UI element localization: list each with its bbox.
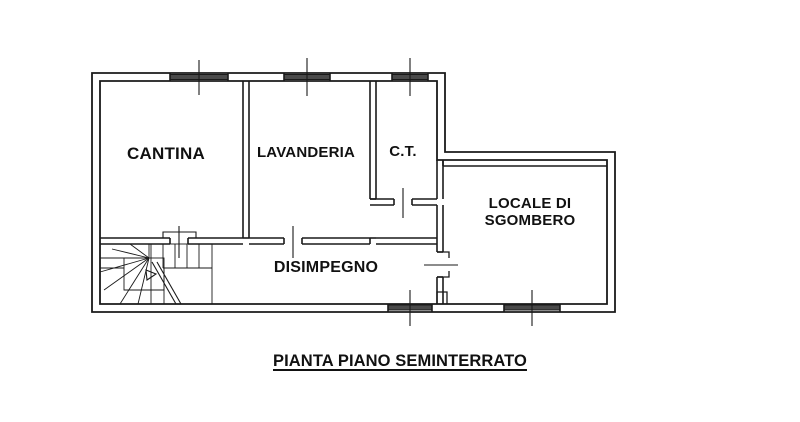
room-label-locale-di-sgombero: LOCALE DI SGOMBERO [452,195,608,230]
room-label-locale-di-sgombero-line1: LOCALE DI [488,195,572,212]
room-label-lavanderia: LAVANDERIA [256,144,356,161]
room-label-cantina: CANTINA [127,144,205,163]
interior-walls [100,81,607,304]
plan-title-text: PIANTA PIANO SEMINTERRATO [273,352,527,370]
staircase [99,231,213,305]
opening-axis-marks [178,58,533,326]
door-openings [437,251,450,278]
room-label-disimpegno: DISIMPEGNO [273,259,379,276]
room-label-locale-di-sgombero-line2: SGOMBERO [484,211,576,229]
room-label-ct: C.T. [389,143,417,160]
south-wall-stub [436,291,448,304]
plan-title: PIANTA PIANO SEMINTERRATO [0,352,800,371]
